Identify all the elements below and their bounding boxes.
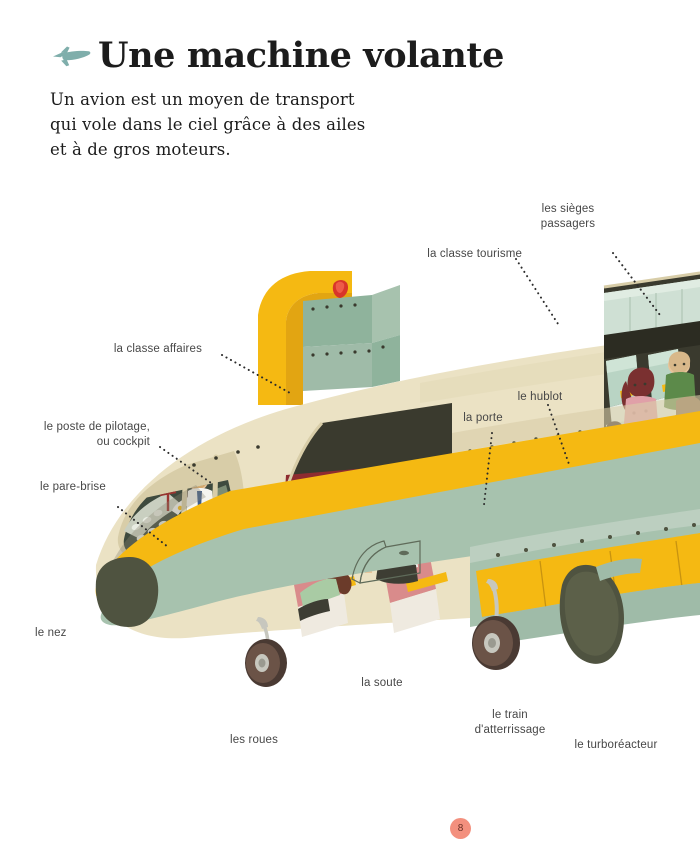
label-classe-affaires: la classe affaires xyxy=(113,343,202,355)
page-title: Une machine volante xyxy=(98,35,505,76)
label-porte: la porte xyxy=(463,412,503,424)
page-number-badge: 8 xyxy=(450,818,471,839)
leader-classe-tourisme xyxy=(515,258,561,328)
label-nez: le nez xyxy=(35,627,67,639)
label-pare-brise: le pare-brise xyxy=(40,481,106,493)
label-roues: les roues xyxy=(229,734,278,746)
cutaway-airliner-illustration xyxy=(0,175,700,795)
label-turboreacteur: le turboréacteur xyxy=(574,739,658,751)
leader-lines xyxy=(117,252,661,548)
leader-pare-brise xyxy=(117,506,169,548)
label-sieges-passagers: les sièges passagers xyxy=(540,203,596,231)
turbofan-engine xyxy=(559,558,642,664)
label-soute: la soute xyxy=(361,677,403,689)
intro-paragraph: Un avion est un moyen de transport qui v… xyxy=(50,90,366,160)
leader-poste-pilotage xyxy=(159,446,215,486)
main-landing-gear xyxy=(472,579,520,670)
nose-and-underbelly xyxy=(95,411,700,627)
upper-fuselage-cutaway-structure xyxy=(258,271,400,405)
nose-landing-gear xyxy=(245,617,287,687)
label-poste-pilotage: le poste de pilotage, ou cockpit xyxy=(43,421,150,449)
airplane-icon xyxy=(50,39,92,73)
title-row: Une machine volante xyxy=(50,38,650,73)
leader-hublot xyxy=(547,404,571,468)
label-train-atterrissage: le train d'atterrissage xyxy=(474,709,546,737)
label-classe-tourisme: la classe tourisme xyxy=(427,248,522,260)
label-hublot: le hublot xyxy=(517,391,563,403)
page-header: Une machine volante Un avion est un moye… xyxy=(50,38,650,162)
leader-porte xyxy=(483,432,493,506)
